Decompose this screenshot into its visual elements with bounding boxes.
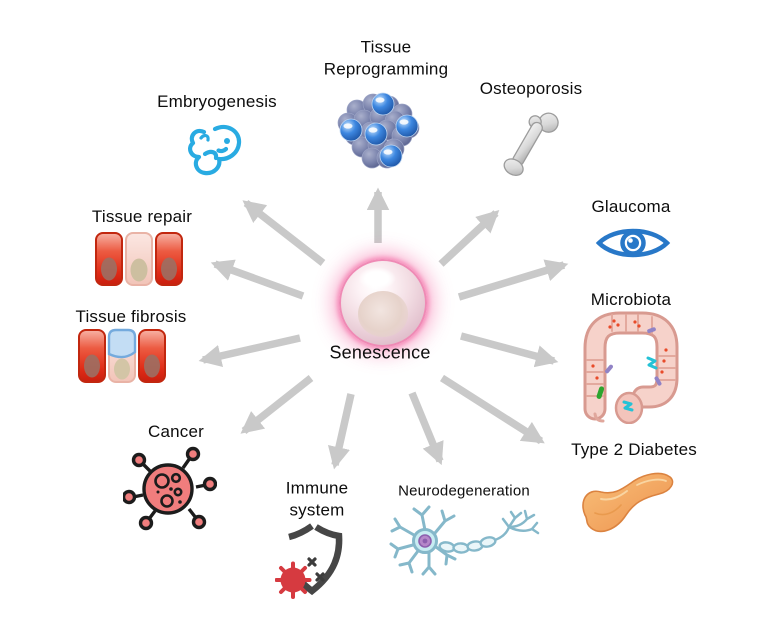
- label-tissue-repair: Tissue repair: [91, 207, 193, 227]
- label-senescence: Senescence: [329, 342, 431, 363]
- pancreas-icon: [582, 472, 674, 533]
- arrow-to-neurodegeneration: [408, 391, 444, 466]
- label-microbiota: Microbiota: [590, 290, 672, 310]
- intestine-icon: [583, 311, 679, 424]
- label-osteoporosis: Osteoporosis: [479, 79, 583, 99]
- arrow-to-glaucoma: [457, 259, 569, 301]
- eye-icon: [595, 228, 671, 258]
- repair-cells-icon: [95, 232, 183, 286]
- arrow-to-immune-system: [327, 393, 355, 470]
- label-tissue-fibrosis: Tissue fibrosis: [75, 307, 187, 327]
- label-neurodegeneration: Neurodegeneration: [398, 482, 530, 500]
- label-immune-system: Immune system: [285, 478, 349, 519]
- label-embryogenesis: Embryogenesis: [157, 92, 277, 112]
- shield-virus-icon: [275, 523, 343, 599]
- cancer-cell-icon: [123, 446, 217, 531]
- arrow-to-osteoporosis: [438, 209, 500, 267]
- arrow-to-tissue-fibrosis: [198, 334, 301, 367]
- embryo-icon: [188, 124, 242, 176]
- arrow-to-cancer: [240, 375, 314, 434]
- cell-cluster-icon: [337, 92, 420, 169]
- senescent-cell-icon: [339, 259, 427, 347]
- arrow-to-embryogenesis: [242, 200, 326, 266]
- bone-icon: [503, 112, 559, 176]
- fibrosis-cells-icon: [78, 328, 166, 383]
- label-glaucoma: Glaucoma: [591, 197, 671, 217]
- label-type-2-diabetes: Type 2 Diabetes: [571, 440, 697, 460]
- label-cancer: Cancer: [147, 422, 205, 442]
- label-tissue-reprogramming: Tissue Reprogramming: [323, 37, 449, 78]
- arrow-to-tissue-repair: [210, 259, 305, 300]
- neuron-icon: [389, 505, 540, 576]
- arrow-to-type-2-diabetes: [439, 374, 545, 445]
- arrow-to-microbiota: [460, 332, 559, 368]
